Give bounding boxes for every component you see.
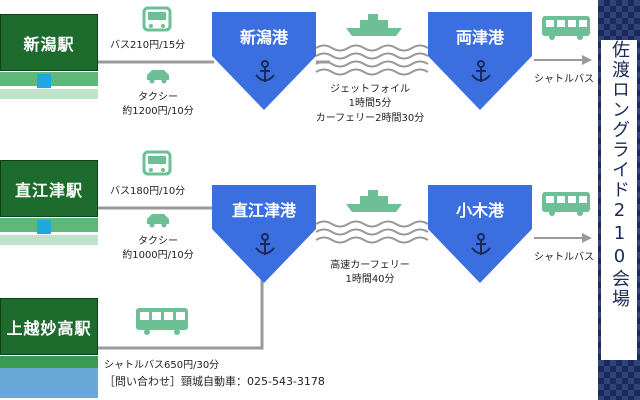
taxi-fare-naoetsu: 約1000円/10分 <box>122 250 194 261</box>
shuttle-bus-icon <box>542 192 590 216</box>
port-ryotsu: 両津港 <box>428 12 532 122</box>
wave-icon <box>315 44 429 76</box>
shuttle-joetsu: シャトルバス650円/30分 <box>104 360 220 371</box>
shuttle-ryotsu: シャトルバス <box>534 74 594 85</box>
ferry-naoetsu-label: 高速カーフェリー <box>330 260 410 271</box>
event-banner: 佐渡ロングライド210会場 <box>598 0 640 400</box>
port-naoetsu: 直江津港 <box>212 185 316 295</box>
taxi-icon <box>147 214 169 228</box>
taxi-label-niigata: タクシー <box>138 92 178 103</box>
shuttle-bus-icon <box>136 308 188 335</box>
station-naoetsu: 直江津駅 <box>0 160 98 245</box>
station-joetsumyoko: 上越妙高駅 <box>0 298 98 398</box>
ferry-jetfoil-time: 1時間5分 <box>348 98 392 109</box>
station-niigata: 新潟駅 <box>0 14 98 99</box>
port-name: 両津港 <box>455 28 504 47</box>
station-name: 直江津駅 <box>0 160 98 217</box>
event-title: 佐渡ロングライド210会場 <box>601 40 637 360</box>
anchor-icon <box>471 233 491 255</box>
anchor-icon <box>471 60 491 82</box>
shuttle-bus-icon <box>542 16 590 40</box>
anchor-icon <box>255 60 275 82</box>
taxi-icon <box>147 70 169 84</box>
port-name: 新潟港 <box>239 28 288 47</box>
ferry-icon <box>346 190 402 212</box>
taxi-label-naoetsu: タクシー <box>138 236 178 247</box>
station-name: 新潟駅 <box>0 14 98 71</box>
ferry-car-label: カーフェリー2時間30分 <box>315 113 425 124</box>
shuttle-ogi: シャトルバス <box>534 252 594 263</box>
anchor-icon <box>255 233 275 255</box>
port-name: 直江津港 <box>231 201 296 220</box>
station-name: 上越妙高駅 <box>0 298 98 355</box>
ferry-jetfoil-label: ジェットフォイル <box>330 84 410 95</box>
taxi-fare-niigata: 約1200円/10分 <box>122 106 194 117</box>
port-name: 小木港 <box>455 201 504 220</box>
route-bus-naoetsu: バス180円/10分 <box>110 186 186 197</box>
contact-info: ［問い合わせ］頸城自動車：025-543-3178 <box>104 375 325 388</box>
port-ogi: 小木港 <box>428 185 532 295</box>
route-lines <box>96 44 592 350</box>
route-bus-niigata: バス210円/15分 <box>110 40 186 51</box>
bus-icon <box>142 6 172 32</box>
port-niigata: 新潟港 <box>212 12 316 122</box>
ferry-naoetsu-time: 1時間40分 <box>345 274 395 285</box>
bus-icon <box>142 150 172 176</box>
ferry-icon <box>346 14 402 36</box>
